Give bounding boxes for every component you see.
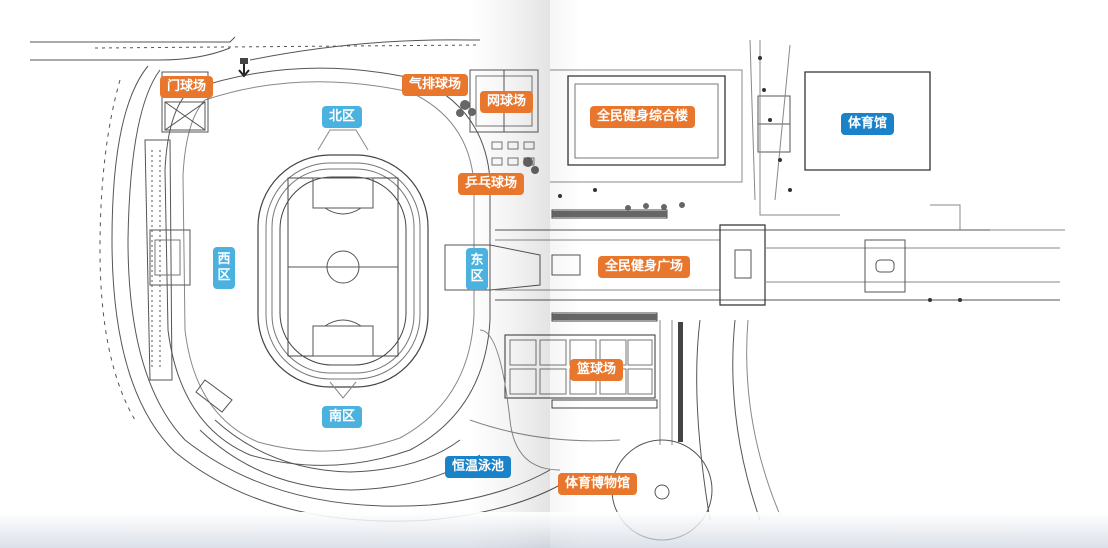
dark-bars	[240, 58, 683, 442]
bottom-photo-strip	[0, 512, 1108, 548]
door-court-diag	[164, 101, 206, 131]
door-court	[161, 71, 209, 133]
outer-ring-road	[111, 65, 561, 522]
se-road	[696, 319, 711, 521]
road-line	[30, 47, 231, 61]
pitch-box-north	[312, 177, 374, 209]
label-fitness-building[interactable]: 全民健身综合楼	[590, 106, 696, 128]
west-stand	[144, 139, 173, 381]
fitness-building-site	[550, 69, 743, 183]
door-court-inner	[164, 101, 206, 131]
se-road	[746, 319, 781, 516]
pitch-box-south	[312, 325, 374, 357]
basketball-area	[504, 334, 656, 399]
label-basketball[interactable]: 篮球场	[570, 359, 624, 381]
pool-path	[199, 429, 481, 491]
fitness-building	[567, 75, 726, 166]
right-road	[749, 39, 791, 201]
plaza-node	[864, 239, 906, 293]
plaza-walk	[765, 247, 1060, 283]
track-inner	[279, 176, 407, 366]
hatch-bar	[551, 399, 658, 409]
tree-clusters	[456, 100, 685, 211]
label-gymnasium[interactable]: 体育馆	[841, 113, 895, 135]
label-plaza[interactable]: 全民健身广场	[598, 256, 691, 278]
plaza-line	[930, 204, 1065, 231]
west-stand-center	[149, 229, 191, 286]
track-lane	[271, 168, 415, 374]
marker-dots	[558, 56, 962, 302]
road-dash	[94, 44, 481, 49]
east-block	[759, 40, 840, 216]
se-road	[732, 319, 761, 521]
west-stand-box	[154, 239, 181, 276]
label-museum[interactable]: 体育博物馆	[558, 473, 638, 495]
plaza-node-core	[875, 259, 895, 273]
se-road	[659, 320, 673, 445]
label-west-zone[interactable]: 西区	[213, 247, 235, 289]
plaza-pad	[551, 254, 581, 276]
pitch-arc	[324, 207, 362, 215]
label-table-tennis[interactable]: 乒乓球场	[458, 173, 525, 195]
stadium-bowl-inner	[182, 81, 475, 452]
pool-path	[214, 419, 461, 473]
east-entrance	[444, 244, 541, 291]
fitness-building-inner	[574, 83, 719, 159]
pitch-center-circle	[326, 250, 360, 284]
label-east-zone[interactable]: 东区	[466, 248, 488, 290]
gymnasium-building	[804, 71, 931, 171]
road-dash	[99, 79, 136, 421]
label-north-zone[interactable]: 北区	[322, 106, 363, 128]
label-volleyball[interactable]: 气排球场	[402, 74, 469, 96]
south-gate	[195, 379, 233, 413]
plaza-gate-box	[734, 249, 752, 279]
road-line	[249, 39, 480, 61]
north-hatch	[317, 129, 369, 151]
label-south-zone[interactable]: 南区	[322, 406, 363, 428]
museum-center	[654, 484, 670, 500]
south-road	[469, 419, 621, 442]
stadium-bowl	[164, 67, 491, 466]
label-door-court[interactable]: 门球场	[160, 76, 214, 98]
track-outer	[257, 154, 429, 388]
road-line	[30, 36, 236, 43]
south-hatch	[329, 381, 357, 399]
outer-ring-road	[127, 69, 551, 507]
label-tennis[interactable]: 网球场	[480, 91, 534, 113]
track-lane	[265, 162, 421, 380]
label-pool[interactable]: 恒温泳池	[445, 456, 512, 478]
plaza-gate	[719, 224, 766, 306]
entrance-arrow-icon	[238, 64, 250, 78]
pitch-arc	[324, 319, 362, 327]
south-road	[479, 329, 561, 471]
